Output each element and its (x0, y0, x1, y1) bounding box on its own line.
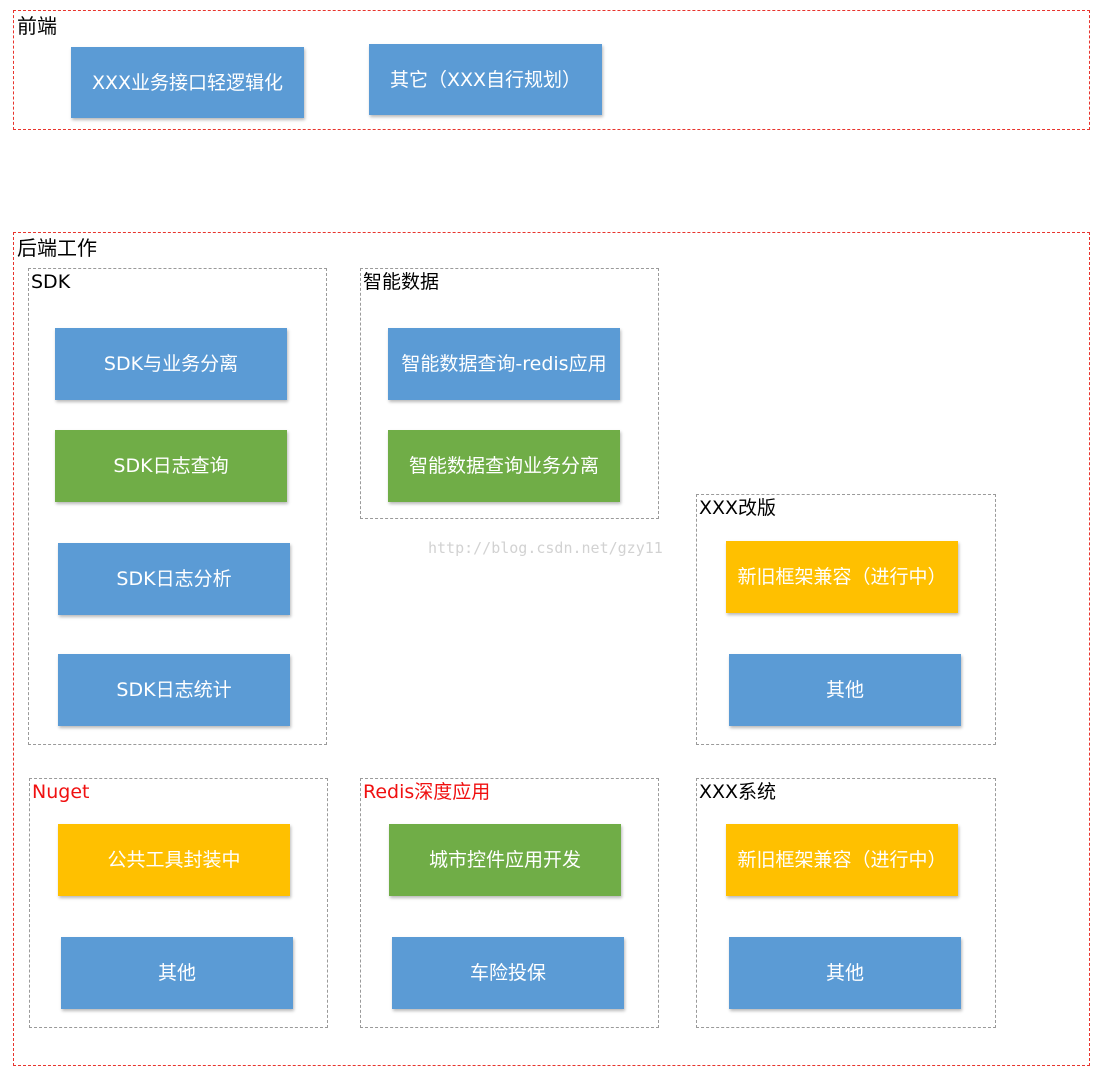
backend-title: 后端工作 (17, 236, 97, 260)
sdk-box-separation: SDK与业务分离 (55, 328, 287, 400)
group-system: XXX系统 (696, 778, 996, 1028)
sdk-box-log-analysis: SDK日志分析 (58, 543, 290, 615)
group-revamp: XXX改版 (696, 494, 996, 745)
group-smartdata-title: 智能数据 (363, 271, 440, 293)
box-label: SDK日志分析 (116, 568, 232, 590)
group-sdk: SDK (28, 268, 327, 745)
frontend-frame: 前端 (13, 10, 1090, 130)
box-label: SDK与业务分离 (103, 353, 239, 375)
group-smartdata: 智能数据 (360, 268, 659, 519)
backend-frame: 后端工作 (13, 232, 1090, 1066)
watermark-text: http://blog.csdn.net/gzy11 (428, 539, 663, 557)
revamp-box-other: 其他 (729, 654, 961, 726)
box-label: 其他 (825, 962, 864, 984)
group-system-title: XXX系统 (699, 781, 777, 803)
redis-box-car-insurance: 车险投保 (392, 937, 624, 1009)
group-nuget: Nuget (29, 778, 328, 1028)
box-label: 其它（XXX自行规划） (389, 68, 582, 91)
box-label: 城市控件应用开发 (428, 849, 581, 871)
box-label: SDK日志统计 (116, 679, 232, 701)
revamp-box-compat: 新旧框架兼容（进行中） (726, 541, 958, 613)
group-redis: Redis深度应用 (360, 778, 659, 1028)
box-label: 智能数据查询-redis应用 (401, 353, 607, 375)
box-label: 其他 (825, 679, 864, 701)
group-redis-title: Redis深度应用 (363, 781, 491, 803)
sdk-box-log-query: SDK日志查询 (55, 430, 287, 502)
system-box-compat: 新旧框架兼容（进行中） (726, 824, 958, 896)
box-label: XXX业务接口轻逻辑化 (91, 71, 284, 94)
box-label: 其他 (157, 962, 196, 984)
box-label: 新旧框架兼容（进行中） (737, 566, 947, 588)
box-label: 公共工具封装中 (107, 849, 241, 871)
system-box-other: 其他 (729, 937, 961, 1009)
smartdata-box-redis: 智能数据查询-redis应用 (388, 328, 620, 400)
smartdata-box-separation: 智能数据查询业务分离 (388, 430, 620, 502)
sdk-box-log-stats: SDK日志统计 (58, 654, 290, 726)
nuget-box-other: 其他 (61, 937, 293, 1009)
box-label: SDK日志查询 (113, 455, 229, 477)
group-revamp-title: XXX改版 (699, 497, 777, 519)
group-nuget-title: Nuget (32, 781, 90, 803)
frontend-box-other: 其它（XXX自行规划） (369, 44, 602, 115)
redis-box-city-control: 城市控件应用开发 (389, 824, 621, 896)
box-label: 智能数据查询业务分离 (408, 455, 599, 477)
box-label: 车险投保 (469, 962, 546, 984)
frontend-title: 前端 (17, 14, 57, 38)
box-label: 新旧框架兼容（进行中） (737, 849, 947, 871)
group-sdk-title: SDK (31, 271, 71, 293)
frontend-box-business-interface: XXX业务接口轻逻辑化 (71, 47, 304, 118)
nuget-box-tools: 公共工具封装中 (58, 824, 290, 896)
